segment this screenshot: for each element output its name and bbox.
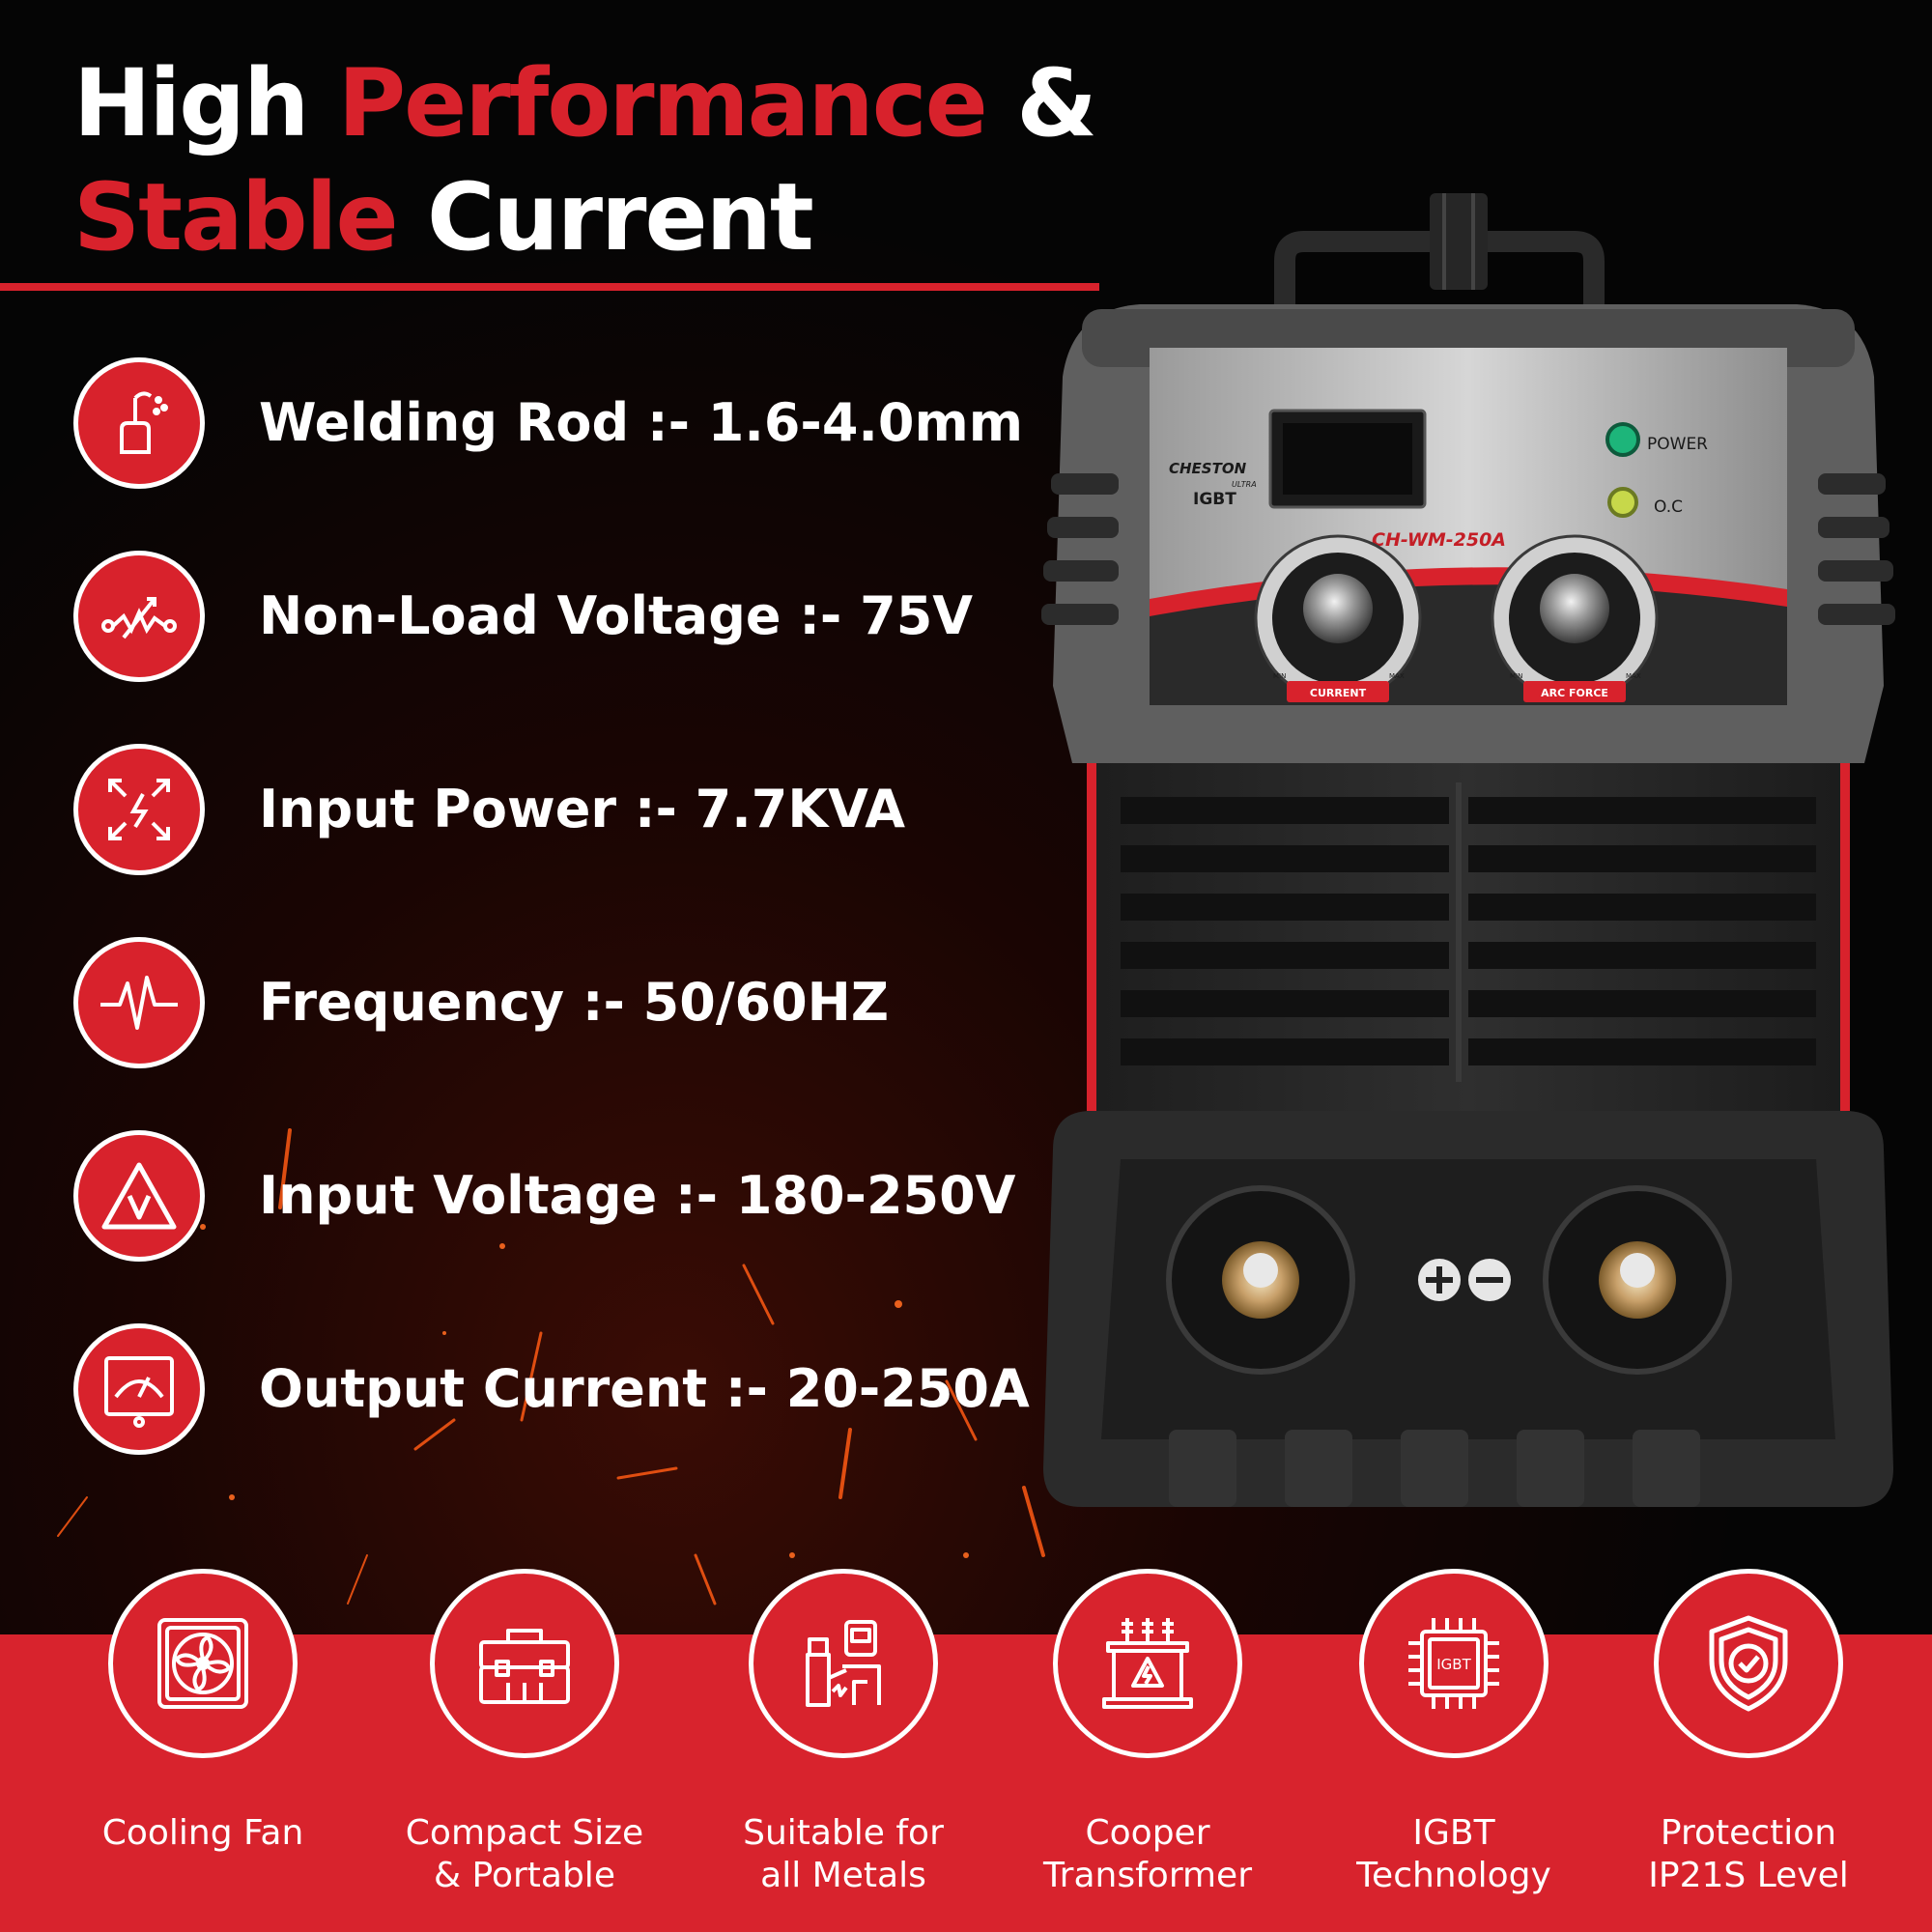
spec-label: Input Power :- 7.7KVA [259, 779, 906, 839]
igbt-text: IGBT [1193, 490, 1236, 509]
feature-item: Compact Size & Portable [365, 1569, 684, 1897]
current-knob-label: CURRENT [1310, 687, 1367, 699]
current-knob: CURRENT MIN MAX [1254, 534, 1422, 702]
spec-item: Frequency :- 50/60HZ [73, 937, 1001, 1082]
brand-text: CHESTON [1169, 460, 1247, 477]
spec-item: Output Current :- 20-250A [73, 1323, 1030, 1468]
spec-label: Output Current :- 20-250A [259, 1358, 1030, 1419]
spec-label: Frequency :- 50/60HZ [259, 972, 890, 1033]
knob-min-label: MIN [1273, 672, 1286, 680]
spec-item: Non-Load Voltage :- 75V [73, 551, 1001, 696]
headline-word: Current [426, 163, 814, 271]
arc-force-knob: ARC FORCE MIN MAX [1491, 534, 1659, 702]
headline-word: & [1016, 49, 1097, 157]
headline-accent-word: Stable [73, 163, 399, 271]
cooling-fan-icon [108, 1569, 298, 1758]
shield-check-icon [1654, 1569, 1843, 1758]
welding-machine-image: CHESTON ULTRA IGBT CH-WM-250A POWER O.C … [1041, 193, 1895, 1507]
negative-terminal [1543, 1185, 1732, 1375]
feature-item: Cooling Fan [43, 1569, 362, 1855]
chip-text: IGBT [1436, 1656, 1471, 1673]
spec-label: Non-Load Voltage :- 75V [259, 585, 974, 646]
knob-max-label: MAX [1389, 672, 1405, 680]
feature-label: Cooper Transformer [1042, 1813, 1253, 1895]
feature-item: IGBT IGBT Technology [1294, 1569, 1613, 1897]
knob-max-label: MAX [1626, 672, 1641, 680]
welder-icon [749, 1569, 938, 1758]
oc-led-label: O.C [1654, 497, 1683, 517]
headline-divider [0, 283, 1099, 291]
spec-item: Input Power :- 7.7KVA [73, 744, 1001, 889]
spec-item: Welding Rod :- 1.6-4.0mm [73, 357, 1023, 502]
voltage-meter-icon [73, 551, 205, 682]
feature-item: Protection IP21S Level [1589, 1569, 1908, 1897]
brand-sub-text: ULTRA [1232, 480, 1257, 489]
feature-label: IGBT Technology [1356, 1813, 1551, 1895]
feature-item: Cooper Transformer [988, 1569, 1307, 1897]
toolbox-icon [430, 1569, 619, 1758]
positive-terminal [1166, 1185, 1355, 1375]
feature-label: Suitable for all Metals [743, 1813, 944, 1895]
knob-min-label: MIN [1510, 672, 1522, 680]
chip-icon: IGBT [1359, 1569, 1548, 1758]
polarity-icon [1418, 1259, 1511, 1301]
arc-force-knob-label: ARC FORCE [1541, 687, 1608, 699]
spec-label: Welding Rod :- 1.6-4.0mm [259, 392, 1024, 453]
feature-label: Cooling Fan [101, 1813, 304, 1853]
transformer-icon [1053, 1569, 1242, 1758]
voltage-triangle-icon [73, 1130, 205, 1262]
gauge-dial-icon [73, 1323, 205, 1455]
power-led-label: POWER [1647, 435, 1708, 454]
pulse-wave-icon [73, 937, 205, 1068]
welding-rod-icon [73, 357, 205, 489]
headline-word: High [73, 49, 309, 157]
feature-item: Suitable for all Metals [684, 1569, 1003, 1897]
feature-label: Compact Size & Portable [405, 1813, 644, 1895]
feature-band [0, 1634, 1932, 1932]
power-arrows-icon [73, 744, 205, 875]
headline-accent-word: Performance [337, 49, 988, 157]
headline: High Performance & Stable Current [73, 46, 1097, 274]
spec-label: Input Voltage :- 180-250V [259, 1165, 1016, 1226]
feature-label: Protection IP21S Level [1648, 1813, 1849, 1895]
model-text: CH-WM-250A [1372, 529, 1506, 551]
spec-item: Input Voltage :- 180-250V [73, 1130, 1015, 1275]
